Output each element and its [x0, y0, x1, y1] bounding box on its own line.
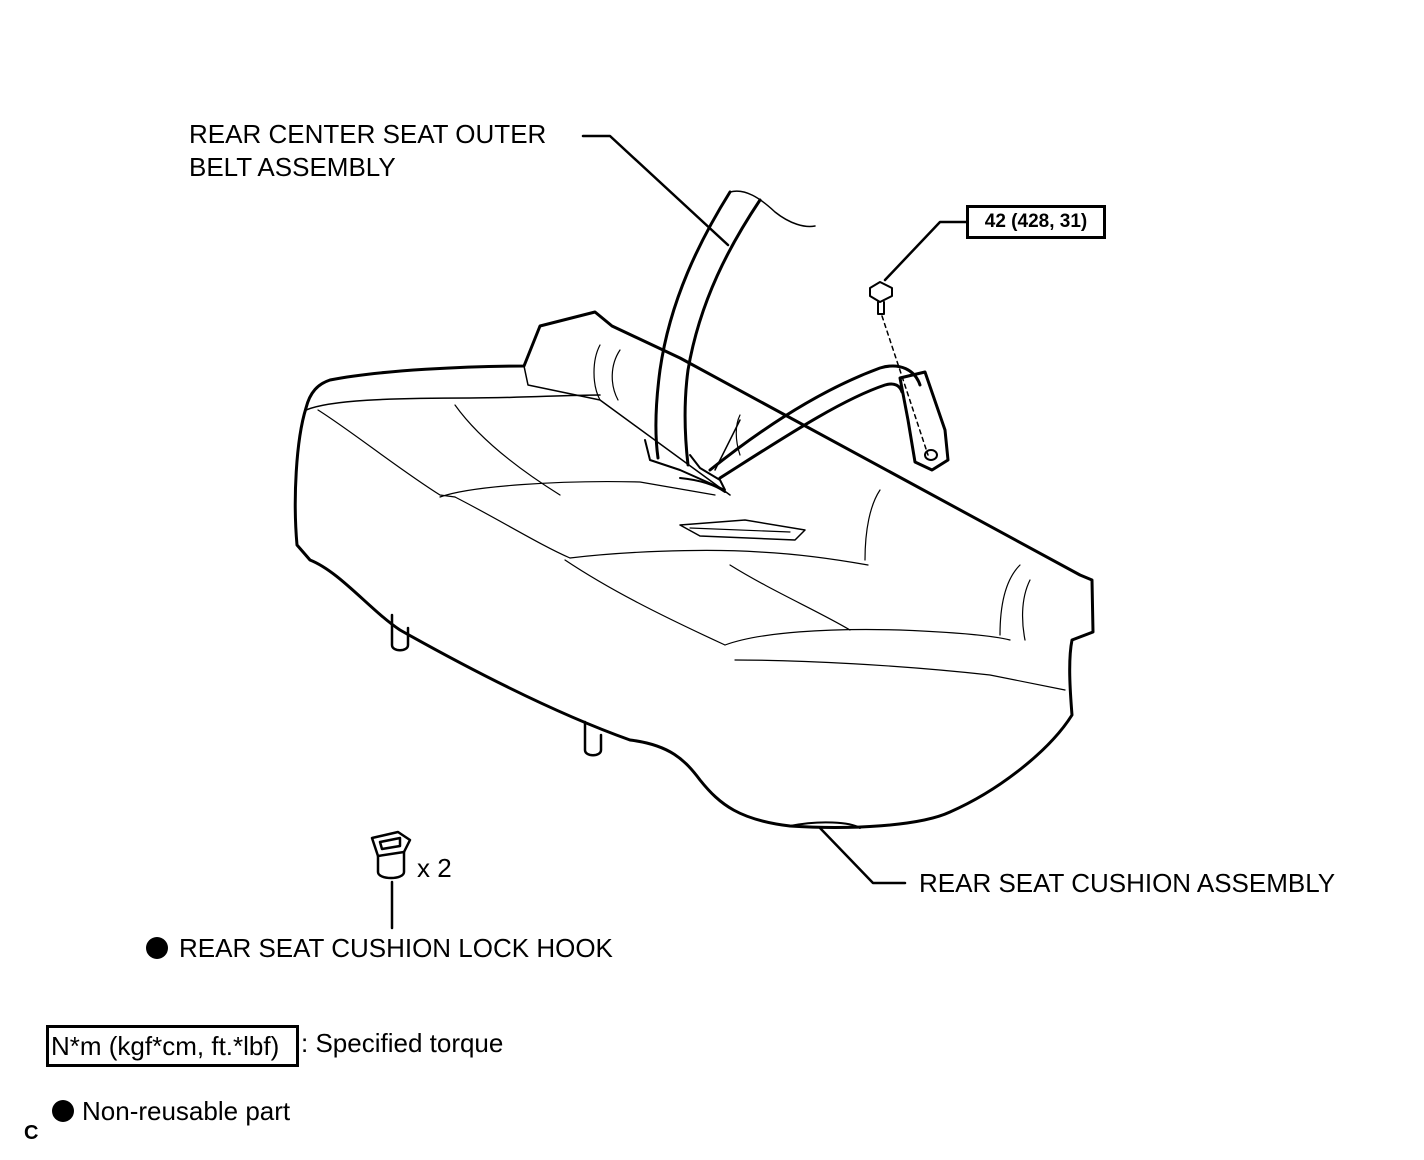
center-belt-strap-end: [729, 190, 816, 228]
quantity-label: x 2: [417, 853, 452, 883]
seat-cushion-outline: [293, 310, 1095, 829]
legend-non-reusable-dot-icon: [52, 1100, 74, 1122]
seat-seam: [735, 414, 741, 456]
seat-seam: [864, 489, 881, 561]
legend-non-reusable-desc: Non-reusable part: [82, 1096, 291, 1126]
seat-seam: [999, 564, 1021, 636]
belt-anchor: [898, 370, 950, 472]
non-reusable-dot-icon: [146, 937, 168, 959]
cushion-bottom-line: [789, 821, 861, 829]
cushion-front-edge-2: [523, 365, 731, 496]
center-belt-strap: [654, 190, 732, 460]
belt-strap-loose: [714, 419, 741, 471]
leader-torque: [883, 220, 968, 282]
lock-hook-right: [583, 720, 603, 757]
seat-seam: [439, 481, 716, 498]
cushion-label: REAR SEAT CUSHION ASSEMBLY: [919, 868, 1336, 898]
cushion-front-edge: [305, 394, 601, 411]
belt-buckle-base: [644, 439, 726, 491]
leader-belt: [581, 134, 730, 247]
seat-seam: [724, 628, 1011, 646]
center-slot: [679, 519, 806, 541]
belt-buckle-plate: [679, 477, 726, 493]
seat-seam: [1022, 579, 1031, 641]
bolt-icon: [869, 281, 893, 315]
torque-value-box: 42 (428, 31): [966, 205, 1106, 239]
seat-seam: [611, 349, 621, 401]
lock-hook-label: REAR SEAT CUSHION LOCK HOOK: [179, 933, 613, 963]
bolt-dashed-line: [881, 315, 929, 456]
belt-label-line2: BELT ASSEMBLY: [189, 152, 396, 182]
seat-seam: [729, 564, 851, 631]
seat-seam: [564, 559, 726, 646]
seat-seam: [593, 344, 601, 401]
corner-code: C: [24, 1122, 39, 1144]
seat-seam: [734, 659, 1066, 691]
outer-belt-strap: [708, 364, 922, 472]
lock-hook-left: [390, 613, 410, 652]
seat-seam: [569, 549, 869, 566]
seat-seam: [317, 409, 456, 498]
legend-torque-box: N*m (kgf*cm, ft.*lbf): [46, 1025, 299, 1067]
belt-label-line1: REAR CENTER SEAT OUTER: [189, 119, 547, 149]
seat-seam: [454, 496, 571, 559]
leader-cushion: [818, 826, 907, 885]
outer-belt-strap-lower: [718, 382, 904, 480]
center-slot-inner: [689, 527, 791, 533]
belt-anchor-hole: [924, 449, 938, 461]
lock-hook-icon: [370, 830, 412, 880]
center-belt-strap-edge: [683, 198, 762, 467]
seat-seam: [454, 404, 561, 496]
legend-torque-desc: : Specified torque: [301, 1028, 504, 1058]
